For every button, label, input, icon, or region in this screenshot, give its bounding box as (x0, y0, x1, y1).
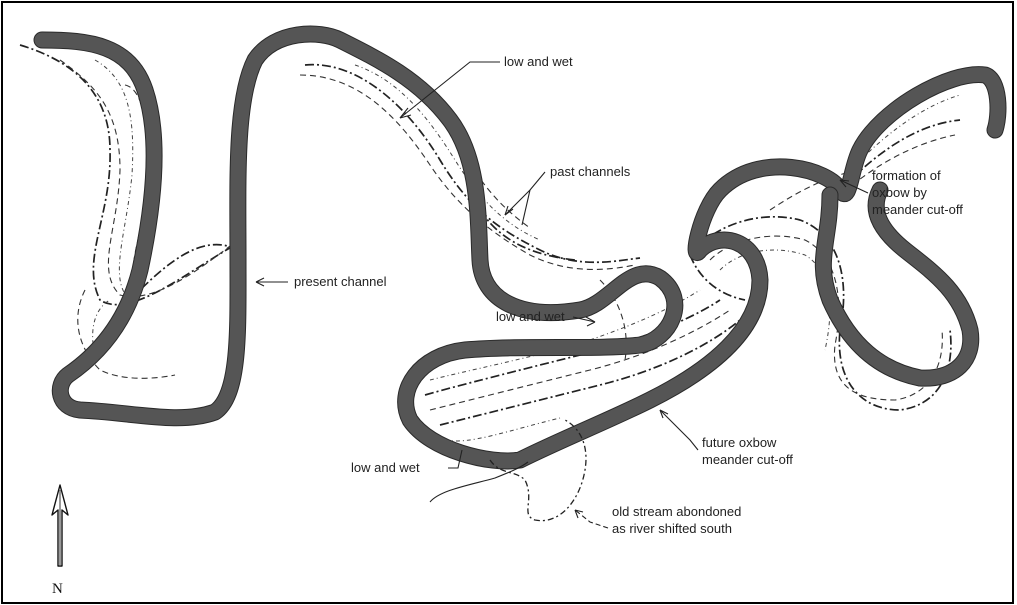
label-past-channels: past channels (550, 164, 631, 179)
north-arrow-icon (52, 485, 68, 566)
label-oxbow-formation-3: meander cut-off (872, 202, 963, 217)
label-low-and-wet-mid: low and wet (496, 309, 565, 324)
north-label: N (52, 581, 63, 597)
label-old-stream-2: as river shifted south (612, 521, 732, 536)
present-channel (42, 34, 998, 461)
label-old-stream-1: old stream abondoned (612, 504, 741, 519)
label-oxbow-formation-2: oxbow by (872, 185, 927, 200)
label-present-channel: present channel (294, 274, 387, 289)
label-future-oxbow-1: future oxbow (702, 435, 777, 450)
label-future-oxbow-2: meander cut-off (702, 452, 793, 467)
label-low-and-wet-bottom: low and wet (351, 460, 420, 475)
label-oxbow-formation-1: formation of (872, 168, 941, 183)
label-low-and-wet-top: low and wet (504, 54, 573, 69)
